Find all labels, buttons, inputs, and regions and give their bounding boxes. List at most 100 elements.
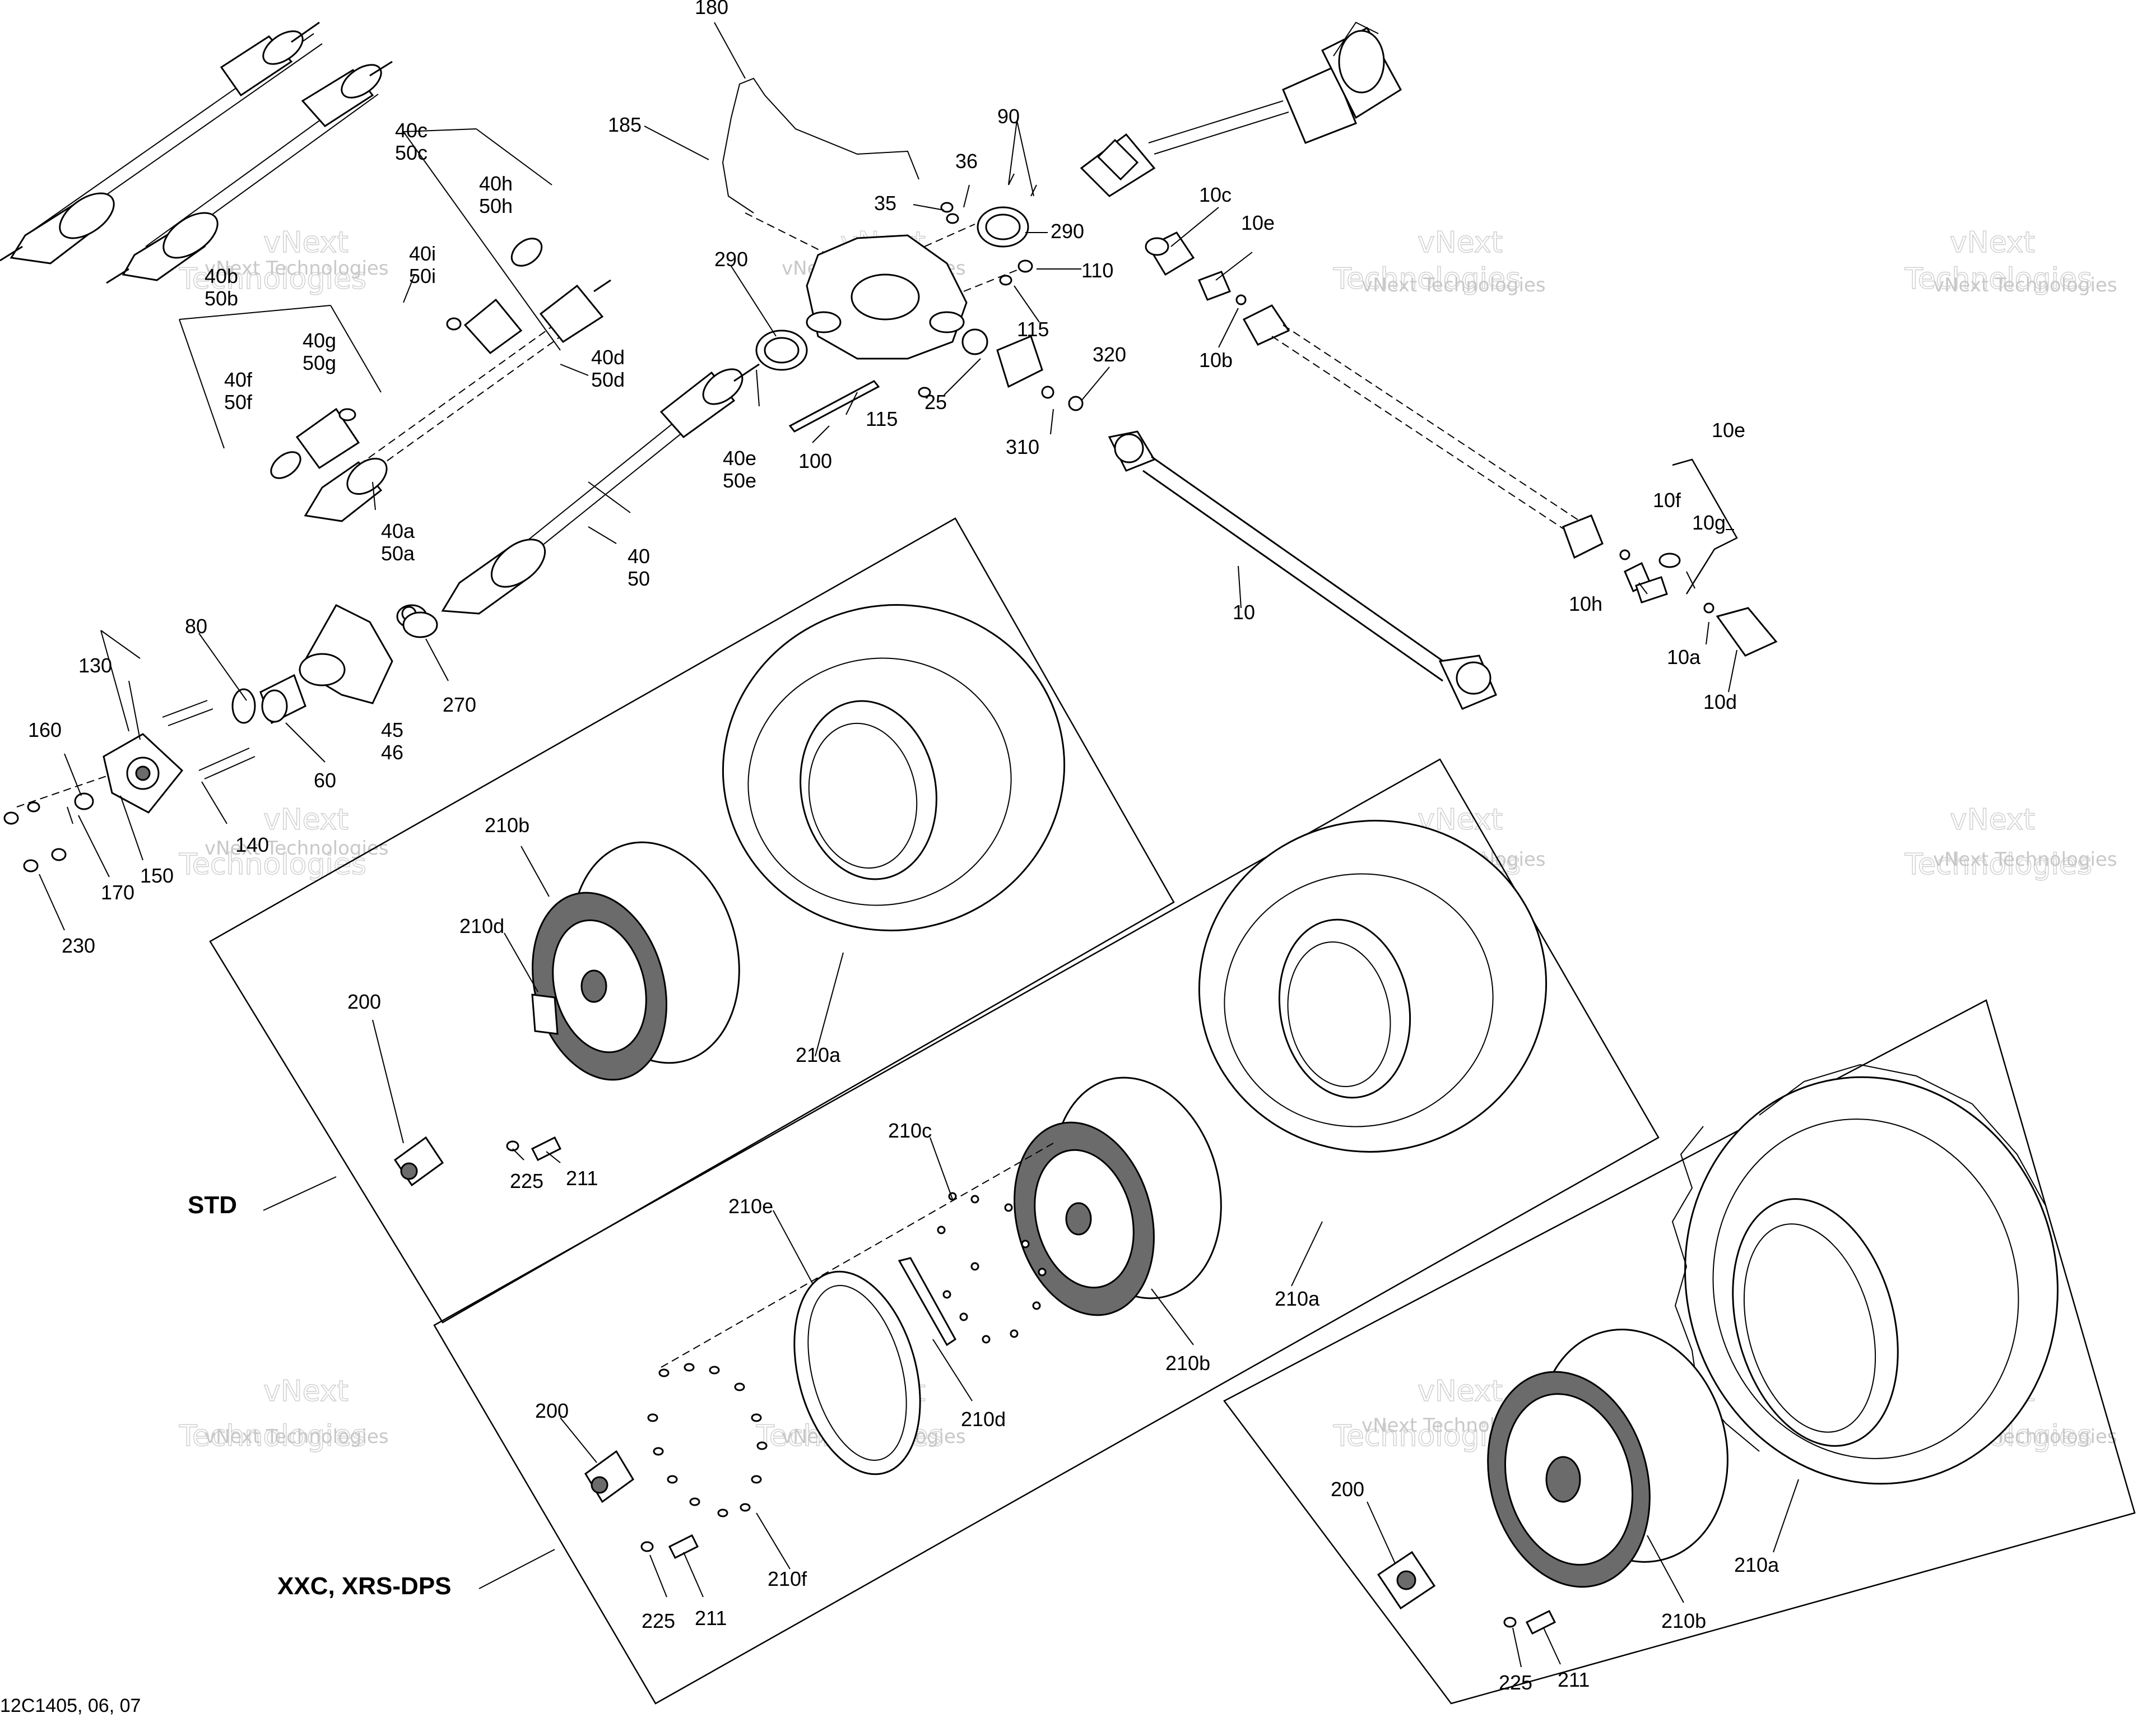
callout-80: 80 bbox=[185, 615, 207, 638]
callout-210d: 210d bbox=[459, 915, 504, 937]
callout-10: 10 bbox=[1233, 601, 1255, 624]
callout-50h: 50h bbox=[479, 194, 513, 217]
callout-180: 180 bbox=[695, 0, 728, 18]
xxc-segment bbox=[898, 1257, 956, 1347]
xxc-tire bbox=[1198, 820, 1548, 1153]
upper-propeller-shaft bbox=[1080, 21, 1402, 197]
callout-115: 115 bbox=[866, 407, 898, 430]
group-label-xxc: XXC, XRS-DPS bbox=[277, 1572, 452, 1600]
svg-text:vNext: vNext bbox=[1418, 1375, 1503, 1408]
svg-text:vNext: vNext bbox=[263, 803, 349, 837]
knuckle-hub-assembly bbox=[3, 604, 438, 872]
callout-46: 46 bbox=[381, 741, 403, 764]
callout-211: 211 bbox=[566, 1167, 598, 1190]
std-valve bbox=[506, 1136, 562, 1162]
callout-labels: 180 185 90 36 35 290 290 110 115 115 25 … bbox=[0, 0, 1779, 1716]
callout-200: 200 bbox=[347, 990, 381, 1013]
inner-shaft-assembly bbox=[270, 238, 611, 522]
callout-40h: 40h bbox=[479, 172, 513, 195]
svg-text:vNext: vNext bbox=[263, 226, 349, 259]
watermark: vNext Technologies vNext Technologies bbox=[1904, 802, 2117, 882]
callout-310: 310 bbox=[1006, 435, 1039, 458]
callout-170: 170 bbox=[101, 881, 134, 904]
watermark: vNext Technologies vNext Technologies bbox=[1904, 225, 2117, 296]
xxc-bolts bbox=[647, 1192, 1047, 1517]
xxc-valve bbox=[640, 1534, 699, 1559]
callout-10e: 10e bbox=[1241, 211, 1275, 234]
svg-text:Technologies: Technologies bbox=[1904, 262, 2092, 296]
callout-40d: 40d bbox=[591, 346, 625, 369]
svg-text:Technologies: Technologies bbox=[1904, 848, 2092, 881]
callout-40a: 40a bbox=[381, 519, 415, 542]
std-rim bbox=[531, 841, 740, 1081]
svg-text:Technologies: Technologies bbox=[1333, 262, 1521, 296]
dotted-prop-shaft bbox=[1242, 304, 1604, 559]
callout-211: 211 bbox=[1558, 1668, 1590, 1691]
callout-50b: 50b bbox=[205, 287, 238, 310]
callout-210b: 210b bbox=[1165, 1352, 1210, 1375]
callout-140: 140 bbox=[235, 833, 269, 856]
callout-10f: 10f bbox=[1653, 489, 1681, 512]
callout-270: 270 bbox=[443, 693, 476, 716]
mud-tire-wheel-group bbox=[1377, 1064, 2059, 1635]
svg-text:vNext Technologies: vNext Technologies bbox=[1933, 848, 2117, 871]
svg-text:vNext: vNext bbox=[263, 1375, 349, 1408]
callout-50i: 50i bbox=[409, 264, 436, 287]
svg-text:vNext Technologies: vNext Technologies bbox=[205, 257, 389, 280]
callout-60: 60 bbox=[314, 769, 336, 792]
u-joint-lower-group bbox=[1619, 458, 1778, 657]
mud-rim bbox=[1487, 1329, 1728, 1588]
callout-210a: 210a bbox=[1275, 1287, 1320, 1310]
std-hub-cap bbox=[393, 1136, 444, 1187]
svg-text:vNext: vNext bbox=[1418, 226, 1503, 259]
callout-50e: 50e bbox=[723, 469, 756, 492]
callout-10b: 10b bbox=[1199, 349, 1233, 372]
svg-text:vNext Technologies: vNext Technologies bbox=[1362, 274, 1546, 296]
callout-90: 90 bbox=[997, 105, 1020, 128]
mud-hub-cap bbox=[1377, 1551, 1436, 1610]
mud-tire bbox=[1671, 1064, 2059, 1485]
callout-10g: 10g bbox=[1692, 511, 1726, 534]
front-drive-shaft-right bbox=[106, 61, 393, 284]
watermark: vNext Technologies vNext Technologies bbox=[178, 1374, 389, 1454]
mud-valve bbox=[1503, 1609, 1556, 1635]
callout-110: 110 bbox=[1081, 259, 1113, 282]
xxc-wheel-group bbox=[584, 820, 1548, 1559]
drawing-code: 12C1405, 06, 07 bbox=[0, 1695, 141, 1716]
watermark: vNext Technologies vNext Technologies bbox=[1332, 225, 1546, 296]
callout-210c: 210c bbox=[888, 1119, 932, 1142]
svg-text:Technologies: Technologies bbox=[179, 1419, 366, 1453]
callout-130: 130 bbox=[78, 654, 112, 677]
svg-text:Technologies: Technologies bbox=[179, 848, 366, 881]
svg-text:vNext Technologies: vNext Technologies bbox=[205, 837, 389, 860]
callout-290: 290 bbox=[714, 248, 748, 271]
xxc-beadlock-ring bbox=[793, 1270, 921, 1475]
callout-40c: 40c bbox=[395, 119, 428, 142]
svg-text:vNext Technologies: vNext Technologies bbox=[205, 1426, 389, 1448]
differential-assembly bbox=[722, 77, 1084, 433]
xxc-hub-cap bbox=[584, 1450, 634, 1503]
callout-10d: 10d bbox=[1703, 690, 1737, 713]
vent-hose bbox=[722, 77, 919, 213]
callout-210b: 210b bbox=[1661, 1609, 1706, 1632]
callout-225: 225 bbox=[1499, 1671, 1532, 1694]
gorilla-frame bbox=[1223, 999, 2136, 1705]
callout-230: 230 bbox=[62, 934, 95, 957]
callout-35: 35 bbox=[874, 192, 896, 215]
watermark: vNext Technologies vNext Technologies bbox=[178, 802, 389, 882]
callout-160: 160 bbox=[28, 718, 62, 741]
callout-211: 211 bbox=[695, 1607, 727, 1630]
svg-text:vNext: vNext bbox=[1950, 803, 2035, 837]
callout-36: 36 bbox=[955, 150, 978, 173]
callout-25: 25 bbox=[924, 391, 947, 414]
callout-50c: 50c bbox=[395, 141, 428, 164]
callout-50g: 50g bbox=[303, 351, 336, 374]
callout-10a: 10a bbox=[1667, 646, 1701, 669]
callout-50: 50 bbox=[628, 567, 650, 590]
std-frame bbox=[209, 517, 1175, 1324]
callout-10h: 10h bbox=[1569, 592, 1602, 615]
callout-40f: 40f bbox=[224, 368, 253, 391]
main-prop-shaft bbox=[1108, 430, 1497, 710]
svg-text:vNext Technologies: vNext Technologies bbox=[1933, 274, 2117, 296]
callout-115: 115 bbox=[1017, 318, 1049, 341]
